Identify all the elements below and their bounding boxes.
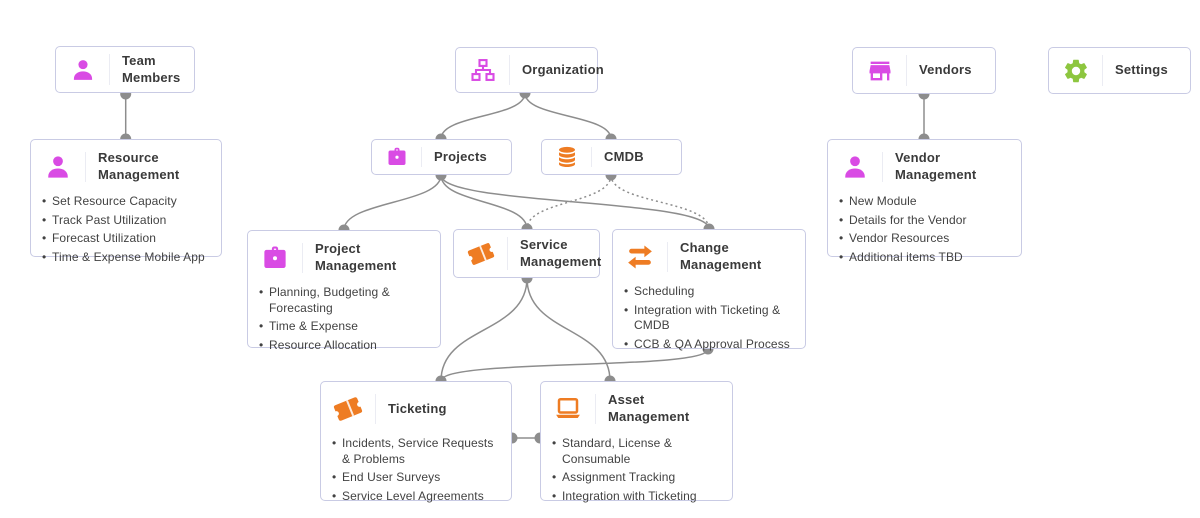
- node-title: Vendors: [919, 62, 972, 78]
- node-title: Settings: [1115, 62, 1168, 78]
- ticket-icon: [467, 240, 495, 268]
- feature-list: SchedulingIntegration with Ticketing & C…: [613, 284, 805, 366]
- node-title: Asset Management: [608, 392, 690, 424]
- node-title: Project Management: [315, 241, 397, 273]
- list-item: Incidents, Service Requests & Problems: [331, 436, 501, 467]
- node-title: Vendor Management: [895, 150, 977, 182]
- feature-list: Set Resource CapacityTrack Past Utilizat…: [31, 194, 221, 279]
- list-item: Integration with Ticketing & CMDB: [623, 303, 795, 334]
- feature-list: Incidents, Service Requests & ProblemsEn…: [321, 436, 511, 518]
- node-service-management[interactable]: Service Management: [453, 229, 602, 278]
- feature-list: Planning, Budgeting & ForecastingTime & …: [248, 285, 440, 367]
- node-title: Ticketing: [388, 400, 447, 416]
- edge-org-cmdb: [524, 92, 612, 140]
- feature-list: Standard, License & ConsumableAssignment…: [541, 436, 732, 518]
- list-item: Set Resource Capacity: [41, 194, 211, 210]
- divider: [85, 152, 86, 182]
- divider: [509, 55, 510, 85]
- list-item: Planning, Budgeting & Forecasting: [258, 285, 430, 316]
- list-item: End User Surveys: [331, 470, 501, 486]
- node-project-management[interactable]: Project Management Planning, Budgeting &…: [247, 230, 441, 354]
- gear-icon: [1062, 57, 1090, 85]
- node-title: Service Management: [520, 236, 602, 269]
- list-item: Track Past Utilization: [41, 213, 211, 229]
- divider: [595, 394, 596, 424]
- edge-projects-changemgmt: [440, 174, 710, 230]
- divider: [375, 394, 376, 424]
- divider: [302, 243, 303, 273]
- divider: [109, 54, 110, 85]
- node-team-members[interactable]: Team Members: [55, 46, 195, 93]
- list-item: Service Level Agreements: [331, 489, 501, 505]
- node-change-management[interactable]: Change Management SchedulingIntegration …: [612, 229, 806, 353]
- database-icon: [555, 145, 579, 169]
- node-title: CMDB: [604, 148, 644, 164]
- divider: [1102, 55, 1103, 86]
- list-item: Additional items TBD: [838, 250, 1011, 266]
- edge-cmdb-changemgmt: [610, 174, 710, 230]
- node-vendors[interactable]: Vendors: [852, 47, 996, 94]
- person-icon: [69, 56, 97, 84]
- divider: [507, 237, 508, 270]
- list-item: Time & Expense: [258, 319, 430, 335]
- edge-servicemgmt-ticketing: [440, 277, 528, 382]
- list-item: Standard, License & Consumable: [551, 436, 722, 467]
- person-icon: [840, 152, 870, 182]
- edge-projects-projectmgmt: [343, 174, 442, 231]
- ticket-icon: [333, 394, 363, 424]
- list-item: Details for the Vendor: [838, 213, 1011, 229]
- briefcase-icon: [385, 145, 409, 169]
- list-item: Forecast Utilization: [41, 231, 211, 247]
- list-item: Integration with Ticketing: [551, 489, 722, 505]
- node-cmdb[interactable]: CMDB: [541, 139, 682, 175]
- list-item: CCB & QA Approval Process: [623, 337, 795, 353]
- person-icon: [43, 152, 73, 182]
- node-organization[interactable]: Organization: [455, 47, 604, 93]
- feature-list: New ModuleDetails for the VendorVendor R…: [828, 194, 1021, 279]
- node-projects[interactable]: Projects: [371, 139, 512, 175]
- list-item: Vendor Resources: [838, 231, 1011, 247]
- divider: [667, 242, 668, 272]
- node-title: Team Members: [122, 52, 181, 85]
- list-item: Resource Allocation: [258, 338, 430, 354]
- edge-changemgmt-ticketing: [440, 348, 709, 382]
- divider: [906, 55, 907, 86]
- edge-org-projects: [440, 92, 526, 140]
- list-item: Scheduling: [623, 284, 795, 300]
- divider: [882, 152, 883, 182]
- swap-arrows-icon: [625, 242, 655, 272]
- node-resource-management[interactable]: Resource Management Set Resource Capacit…: [30, 139, 222, 266]
- node-ticketing[interactable]: Ticketing Incidents, Service Requests & …: [320, 381, 512, 505]
- storefront-icon: [866, 57, 894, 85]
- edge-projects-servicemgmt: [440, 174, 528, 230]
- edge-cmdb-servicemgmt: [526, 174, 612, 230]
- node-title: Resource Management: [98, 150, 180, 182]
- node-settings[interactable]: Settings: [1048, 47, 1191, 94]
- list-item: New Module: [838, 194, 1011, 210]
- laptop-icon: [553, 394, 583, 424]
- divider: [421, 147, 422, 167]
- list-item: Assignment Tracking: [551, 470, 722, 486]
- node-title: Projects: [434, 148, 487, 164]
- node-title: Organization: [522, 61, 604, 77]
- divider: [591, 147, 592, 167]
- org-chart-icon: [469, 56, 497, 84]
- node-vendor-management[interactable]: Vendor Management New ModuleDetails for …: [827, 139, 1022, 266]
- node-asset-management[interactable]: Asset Management Standard, License & Con…: [540, 381, 733, 505]
- briefcase-icon: [260, 243, 290, 273]
- list-item: Time & Expense Mobile App: [41, 250, 211, 266]
- node-title: Change Management: [680, 240, 762, 272]
